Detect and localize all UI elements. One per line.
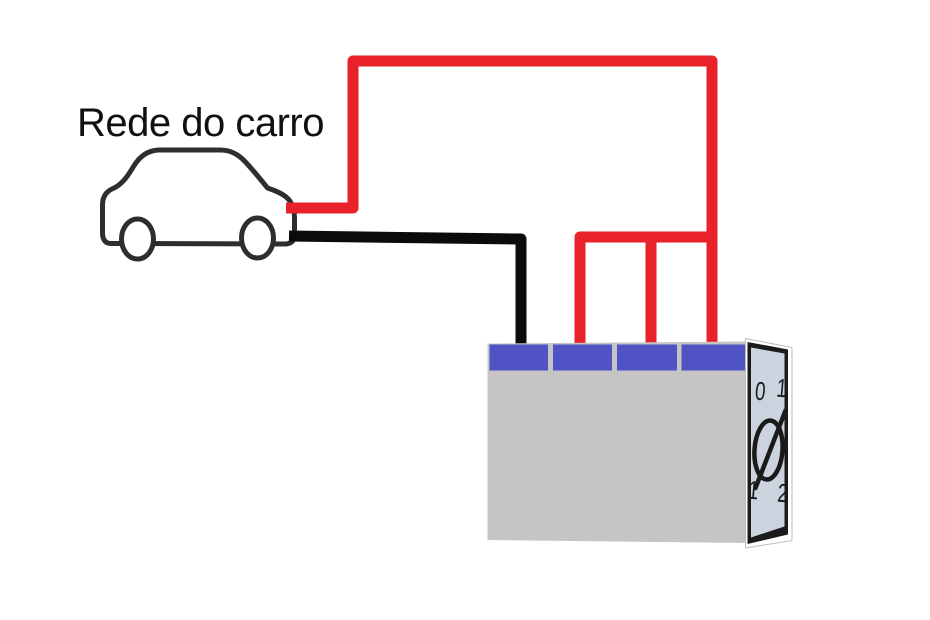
switch-position-1-top-label: 1 (775, 373, 788, 404)
terminal-block-4 (681, 344, 745, 371)
panel-face (751, 347, 785, 538)
red-wire-main-run (286, 55, 718, 346)
rotary-switch-panel: 0 1 1 2 (745, 337, 793, 549)
relay-box: 0 1 1 2 (487, 337, 793, 549)
rotary-dial-icon (752, 408, 788, 491)
switch-position-1-bottom-label: 1 (747, 475, 760, 506)
car-icon (100, 147, 297, 262)
car-network-label: Rede do carro (77, 101, 324, 145)
dial-pointer (753, 408, 788, 491)
terminal-block-2 (553, 344, 612, 371)
box-front-face (487, 341, 748, 543)
red-positive-wire (286, 55, 718, 346)
black-ground-wire (288, 230, 527, 346)
car-front-wheel-icon (119, 216, 156, 262)
switch-position-0-label: 0 (754, 376, 767, 407)
terminal-block-3 (617, 344, 677, 371)
dial-ring (752, 418, 785, 482)
terminal-block-1 (489, 344, 548, 371)
red-wire-branch-to-terminal-2 (574, 231, 712, 346)
switch-position-2-label: 2 (776, 478, 789, 509)
car-rear-wheel-icon (239, 215, 276, 261)
